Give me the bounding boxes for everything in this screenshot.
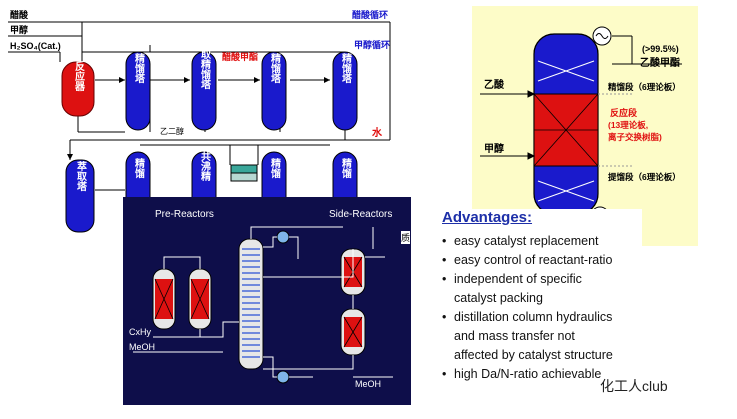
advantage-item: distillation column hydraulics (442, 308, 642, 327)
side-reactors-title: Side-Reactors (329, 209, 392, 220)
distillation-tower-5-label: 精馏 (269, 157, 282, 179)
meoh-right-label: MeOH (355, 379, 381, 389)
feed-methanol-label: 甲醇 (484, 142, 504, 155)
pre-reactors-title: Pre-Reactors (155, 209, 214, 220)
reactor-label: 反应器 (73, 60, 86, 92)
distillation-tower-2-label: 精馏塔 (269, 52, 282, 84)
distillation-tower-1-label: 精馏塔 (133, 52, 146, 84)
side-reactor-2 (340, 308, 366, 356)
water-label: 水 (371, 126, 383, 139)
meoh-left-label: MeOH (129, 342, 155, 352)
advantage-item: high Da/N-ratio achievable (442, 365, 642, 384)
methyl-acetate-label: 醋酸甲酯 (222, 51, 258, 62)
reactive-column-diagram: (>99.5%) 乙酸甲酯 乙酸 甲醇 精馏段（6理论板） 反应段 (13理论板… (480, 26, 682, 245)
advantage-item-cont: affected by catalyst structure (454, 348, 613, 362)
acetic-acid-label: 醋酸 (10, 9, 29, 20)
distillation-tower-6-label: 精馏 (340, 157, 353, 179)
purity-label: (>99.5%) (642, 44, 679, 54)
main-column (238, 238, 264, 370)
pre-reactor-2 (188, 268, 212, 330)
extraction-tower-label: 萃取塔 (75, 160, 87, 192)
advantages-title: Advantages: (442, 209, 533, 226)
advantages-list: easy catalyst replacement easy control o… (442, 232, 642, 384)
advantage-item: easy catalyst replacement (442, 232, 642, 251)
distillation-tower-1: 精馏塔 (125, 51, 151, 131)
partial-label: 质 (401, 231, 411, 244)
reaction-zone-title: 反应段 (610, 107, 638, 118)
stripping-label: 提馏段（6理论板） (608, 172, 681, 182)
reactive-column-panel: (>99.5%) 乙酸甲酯 乙酸 甲醇 精馏段（6理论板） 反应段 (13理论板… (472, 6, 698, 246)
watermark: 化工人club (600, 378, 668, 394)
acetic-recycle-label: 醋酸循环 (352, 9, 388, 20)
extractive-distillation-label: 萃取精馏塔 (199, 38, 212, 90)
decanter (230, 164, 258, 182)
methanol-recycle-label: 甲醇循环 (354, 39, 390, 50)
reaction-zone-line1: (13理论板, (608, 120, 648, 130)
product-label: 乙酸甲酯 (640, 56, 680, 69)
advantage-item-cont: catalyst packing (454, 291, 543, 305)
advantage-item: independent of specific (442, 270, 642, 289)
reactor: 反应器 (61, 60, 95, 117)
extractive-distillation-tower: 萃取精馏塔 (191, 38, 217, 131)
advantages-panel: Advantages: easy catalyst replacement ea… (442, 209, 642, 399)
distillation-tower-4-label: 精馏 (133, 157, 146, 179)
distillation-tower-3: 精馏塔 (332, 51, 358, 131)
feed-acid-label: 乙酸 (484, 78, 505, 91)
distillation-tower-3-label: 精馏塔 (340, 52, 353, 84)
catalyst-label: H₂SO₄(Cat.) (10, 41, 61, 51)
methanol-label: 甲醇 (10, 24, 28, 35)
side-reactor-schematic: Pre-Reactors Side-Reactors (129, 209, 393, 389)
pre-reactor-1 (152, 268, 176, 330)
distillation-tower-2: 精馏塔 (261, 51, 287, 131)
side-reactor-schematic-panel: Pre-Reactors Side-Reactors (123, 197, 411, 405)
cxhy-label: CxHy (129, 327, 151, 337)
ethylene-glycol-label: 乙二醇 (160, 126, 184, 136)
rectifying-label: 精馏段（6理论板） (608, 82, 681, 92)
extraction-tower: 萃取塔 (65, 159, 95, 233)
reaction-zone-line2: 离子交换树脂) (608, 132, 662, 142)
advantage-item: easy control of reactant-ratio (442, 251, 642, 270)
advantage-item-cont: and mass transfer not (454, 329, 575, 343)
azeotropic-tower-label: 共沸精 (199, 150, 211, 182)
